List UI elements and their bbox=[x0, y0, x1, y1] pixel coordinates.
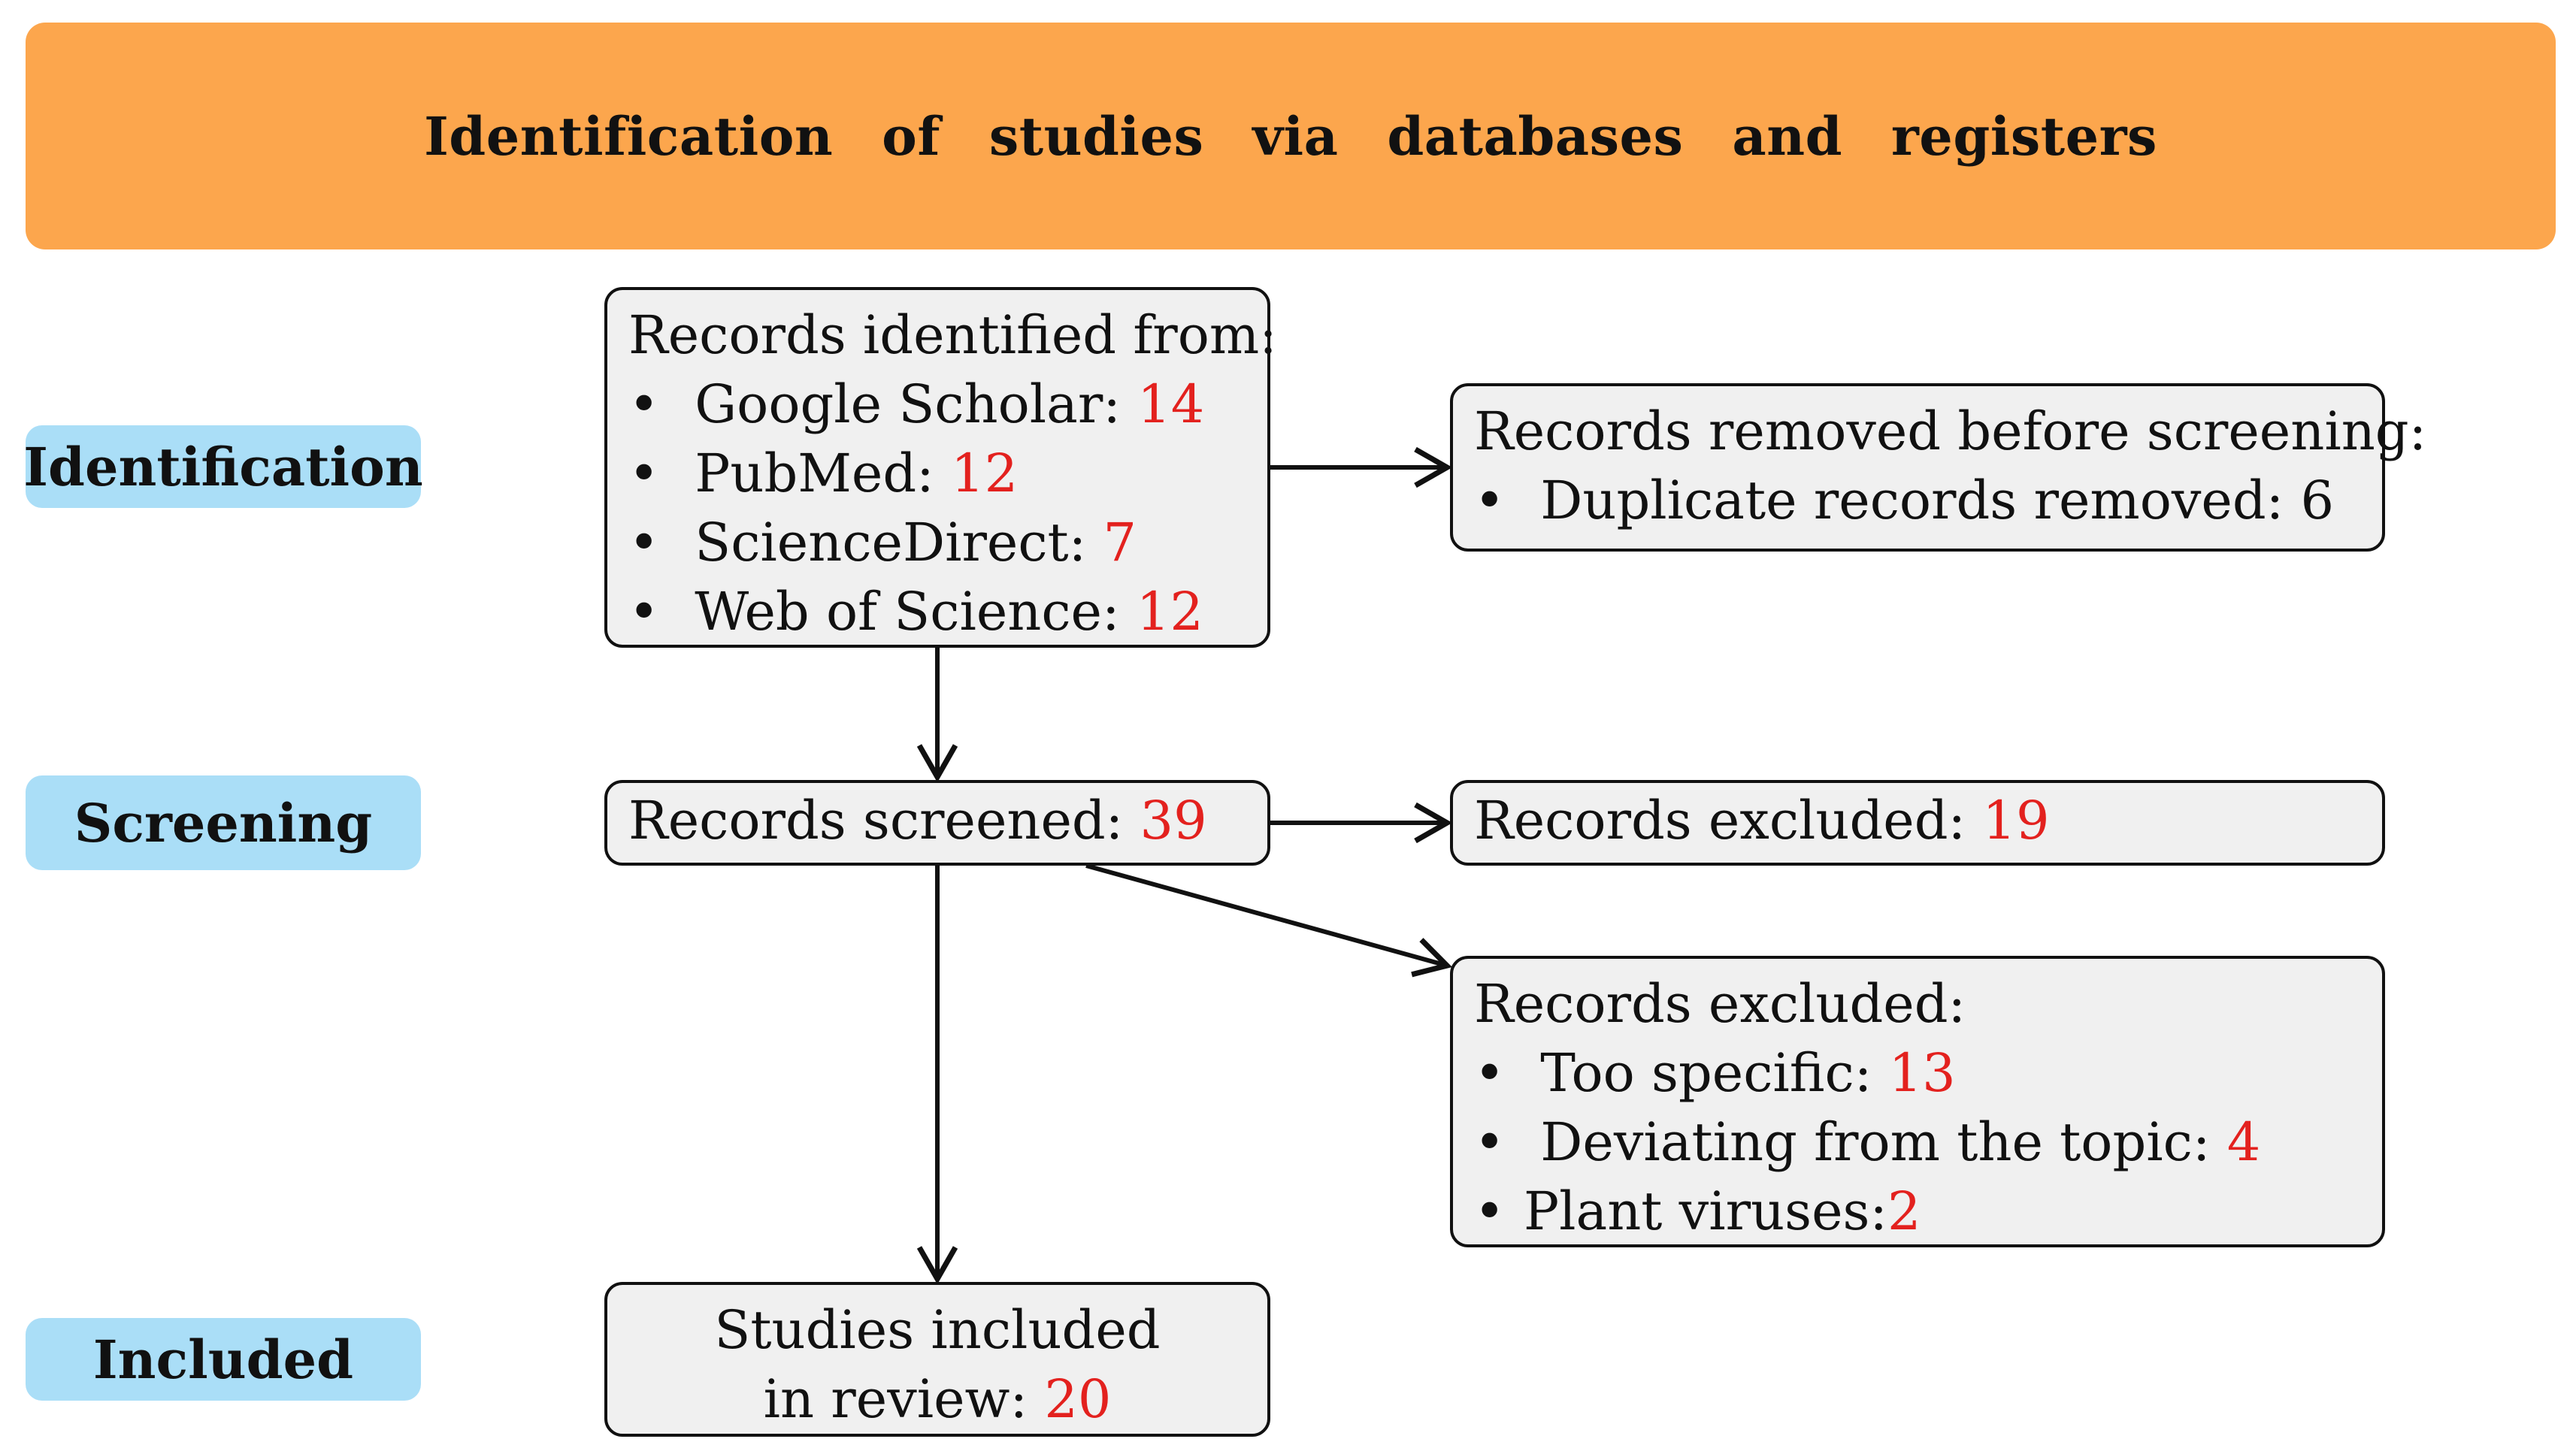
duplicates-removed-item: Duplicate records removed: 6 bbox=[1474, 466, 2382, 535]
source-count: 12 bbox=[1136, 581, 1203, 642]
arrow-screened-to-excluded-detail bbox=[1085, 863, 1452, 978]
source-count: 14 bbox=[1137, 373, 1205, 435]
records-identified-title: Records identified from: bbox=[628, 304, 1277, 366]
studies-included-count: 20 bbox=[1044, 1368, 1112, 1430]
exclusion-reason-count: 2 bbox=[1887, 1180, 1921, 1242]
phase-label-identification: Identification bbox=[23, 425, 423, 508]
source-item-pubmed: PubMed: 12 bbox=[628, 439, 1267, 508]
records-excluded-total-box: Records excluded: 19 bbox=[1450, 780, 2385, 866]
exclusion-reason-count: 13 bbox=[1888, 1042, 1956, 1104]
exclusion-reason-label: Too specific: bbox=[1540, 1042, 1872, 1104]
source-count: 7 bbox=[1103, 512, 1137, 573]
header-band: Identification of studies via databases … bbox=[26, 23, 2556, 249]
records-excluded-total-count: 19 bbox=[1982, 790, 2050, 851]
exclusion-reason-plant-viruses: Plant viruses:2 bbox=[1474, 1177, 2382, 1246]
records-screened-count: 39 bbox=[1140, 790, 1207, 851]
studies-included-box: Studies included in review: 20 bbox=[604, 1282, 1270, 1437]
source-label: Google Scholar: bbox=[695, 373, 1121, 435]
records-excluded-total-label: Records excluded: bbox=[1474, 790, 1966, 851]
records-excluded-total-line: Records excluded: 19 bbox=[1474, 786, 2382, 855]
source-label: Web of Science: bbox=[695, 581, 1120, 642]
records-screened-line: Records screened: 39 bbox=[628, 786, 1267, 855]
phase-label-screening: Screening bbox=[26, 775, 421, 870]
phase-label-included: Included bbox=[26, 1318, 421, 1401]
exclusion-reason-label: Plant viruses: bbox=[1524, 1180, 1888, 1242]
studies-included-line1: Studies included bbox=[714, 1299, 1161, 1361]
header-title: Identification of studies via databases … bbox=[424, 104, 2157, 168]
source-label: PubMed: bbox=[695, 443, 934, 504]
exclusion-reason-deviating: Deviating from the topic: 4 bbox=[1474, 1108, 2382, 1177]
source-item-sciencedirect: ScienceDirect: 7 bbox=[628, 508, 1267, 577]
source-label: ScienceDirect: bbox=[695, 512, 1087, 573]
records-removed-box: Records removed before screening: Duplic… bbox=[1450, 383, 2427, 552]
duplicates-removed-count: 6 bbox=[2300, 470, 2335, 531]
records-identified-box: Records identified from: Google Scholar:… bbox=[604, 287, 1277, 648]
records-screened-label: Records screened: bbox=[628, 790, 1124, 851]
studies-included-line2: in review: 20 bbox=[607, 1365, 1267, 1434]
exclusion-reason-count: 4 bbox=[2226, 1111, 2261, 1173]
exclusion-reason-label: Deviating from the topic: bbox=[1540, 1111, 2211, 1173]
source-item-google-scholar: Google Scholar: 14 bbox=[628, 370, 1267, 439]
records-excluded-detail-box: Records excluded: Too specific: 13 Devia… bbox=[1450, 956, 2385, 1247]
exclusion-reason-too-specific: Too specific: 13 bbox=[1474, 1038, 2382, 1108]
phase-label-identification-text: Identification bbox=[23, 435, 423, 498]
studies-included-label: in review: bbox=[763, 1368, 1028, 1430]
records-removed-title: Records removed before screening: bbox=[1474, 401, 2427, 462]
source-item-web-of-science: Web of Science: 12 bbox=[628, 577, 1267, 646]
source-count: 12 bbox=[951, 443, 1019, 504]
phase-label-included-text: Included bbox=[92, 1328, 354, 1391]
duplicates-removed-label: Duplicate records removed: bbox=[1540, 470, 2284, 531]
records-screened-box: Records screened: 39 bbox=[604, 780, 1270, 866]
records-excluded-detail-title: Records excluded: bbox=[1474, 973, 1966, 1035]
phase-label-screening-text: Screening bbox=[74, 791, 373, 854]
